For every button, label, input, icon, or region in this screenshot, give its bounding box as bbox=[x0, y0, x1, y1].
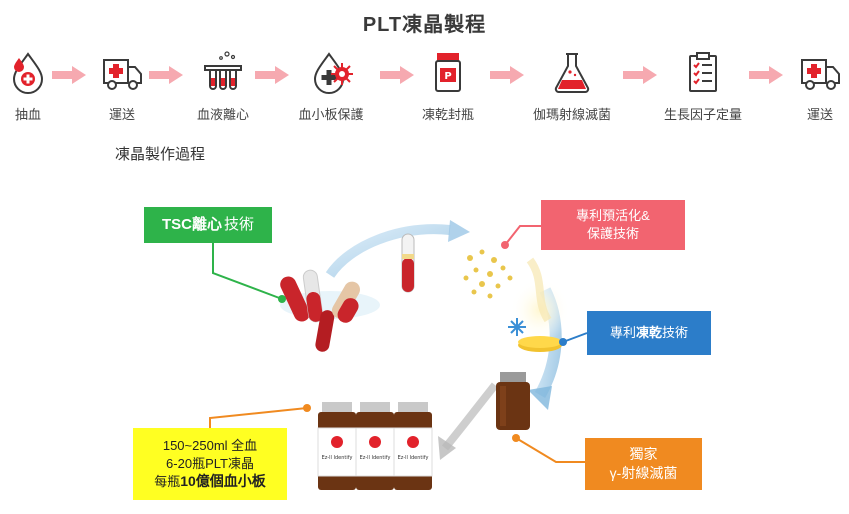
flow-arrow-icon bbox=[52, 66, 86, 84]
snowflake-icon bbox=[508, 318, 526, 336]
step-growth-factor-quantification: 生長因子定量 bbox=[658, 50, 748, 123]
step-label: 凍乾封瓶 bbox=[421, 107, 474, 122]
test-tubes-icon bbox=[204, 51, 242, 90]
tsc-centrifuge-callout: TSC離心技術 bbox=[144, 207, 272, 243]
section-subtitle: 凍晶製作過程 bbox=[115, 146, 206, 163]
production-cycle-diagram: Ez-ll Identify Ez-ll Identify Ez-ll Iden… bbox=[0, 170, 849, 514]
centrifuge-tubes bbox=[280, 269, 380, 352]
yield-line3: 每瓶10億個血小板 bbox=[154, 472, 266, 491]
step-label: 運送 bbox=[806, 107, 833, 122]
ambulance-icon bbox=[103, 59, 142, 90]
blood-drop-icon bbox=[12, 52, 44, 94]
step-transport-final: 運送 bbox=[775, 50, 849, 123]
step-centrifuge: 血液離心 bbox=[178, 50, 268, 123]
yield-callout: 150~250ml 全血 6-20瓶PLT凍晶 每瓶10億個血小板 bbox=[133, 428, 287, 500]
connector-yield bbox=[209, 407, 308, 428]
separated-tube bbox=[401, 233, 415, 293]
tsc-bold-text: TSC離心 bbox=[161, 215, 222, 233]
connector-tsc bbox=[212, 243, 283, 300]
clipboard-icon bbox=[689, 52, 717, 92]
yield-line2: 6-20瓶PLT凍晶 bbox=[166, 455, 254, 471]
step-draw-blood: 抽血 bbox=[0, 50, 73, 123]
vial-brand-label: Ez-ll Identify bbox=[322, 455, 353, 461]
freeze-dry-bold: 凍乾 bbox=[635, 325, 662, 341]
vial-brand-label: Ez-ll Identify bbox=[360, 455, 391, 461]
cycle-arrow-head bbox=[528, 386, 552, 410]
tsc-text: 技術 bbox=[224, 215, 255, 233]
flask-icon bbox=[554, 53, 590, 93]
cycle-illustration: Ez-ll Identify Ez-ll Identify Ez-ll Iden… bbox=[209, 220, 588, 490]
freeze-dry-callout: 專利凍乾技術 bbox=[587, 311, 711, 355]
flow-arrow-icon bbox=[380, 66, 414, 84]
cycle-arrow-head bbox=[438, 436, 456, 460]
page-title: PLT凍晶製程 bbox=[362, 14, 487, 36]
preactivation-line2: 保護技術 bbox=[586, 226, 639, 241]
step-platelet-protection: 血小板保護 bbox=[286, 50, 376, 123]
flow-arrow-icon bbox=[149, 66, 183, 84]
process-flow: 抽血 運送 血液離心 bbox=[0, 50, 849, 130]
cycle-arrow-head bbox=[448, 220, 470, 242]
connector-preactivation bbox=[504, 225, 541, 246]
step-transport: 運送 bbox=[77, 50, 167, 123]
freeze-dry-prefix: 專利 bbox=[609, 325, 636, 341]
flow-arrow-icon bbox=[490, 66, 524, 84]
gamma-line2: γ-射線滅菌 bbox=[609, 465, 678, 481]
connector-freeze-dry bbox=[562, 332, 588, 343]
gamma-sterilization-callout: 獨家 γ-射線滅菌 bbox=[585, 438, 702, 490]
preactivation-callout: 專利預活化& 保護技術 bbox=[541, 200, 685, 250]
yield-line1: 150~250ml 全血 bbox=[162, 438, 258, 453]
step-label: 伽瑪射線滅菌 bbox=[532, 107, 611, 122]
step-label: 生長因子定量 bbox=[663, 107, 742, 122]
flow-arrow-icon bbox=[255, 66, 289, 84]
gamma-line1: 獨家 bbox=[629, 446, 658, 463]
ambulance-icon bbox=[801, 59, 840, 90]
platelet-particles bbox=[463, 249, 513, 299]
svg-text:P: P bbox=[444, 71, 451, 82]
step-freeze-dry-seal: P 凍乾封瓶 bbox=[403, 50, 493, 123]
flow-arrow-icon bbox=[623, 66, 657, 84]
step-label: 血液離心 bbox=[196, 107, 249, 122]
yield-line3-bold: 10億個血小板 bbox=[180, 473, 266, 490]
yield-line3-prefix: 每瓶 bbox=[154, 474, 181, 490]
cycle-arrow-bottom bbox=[441, 382, 499, 451]
amber-vial bbox=[496, 372, 530, 430]
preactivation-line1: 專利預活化& bbox=[576, 208, 650, 224]
step-gamma-sterilization: 伽瑪射線滅菌 bbox=[527, 50, 617, 123]
freeze-dry-suffix: 技術 bbox=[662, 325, 689, 341]
sealed-bottle-icon: P bbox=[435, 53, 461, 92]
connector-gamma bbox=[515, 437, 585, 463]
product-vials bbox=[317, 402, 433, 490]
flow-arrow-icon bbox=[749, 66, 783, 84]
step-label: 血小板保護 bbox=[298, 107, 364, 122]
cycle-arrow-top bbox=[325, 224, 451, 278]
step-label: 運送 bbox=[108, 107, 135, 122]
protected-drop-icon bbox=[313, 52, 353, 94]
vial-brand-label: Ez-ll Identify bbox=[398, 455, 429, 461]
freeze-dried-disc bbox=[508, 257, 570, 352]
step-label: 抽血 bbox=[14, 107, 41, 122]
